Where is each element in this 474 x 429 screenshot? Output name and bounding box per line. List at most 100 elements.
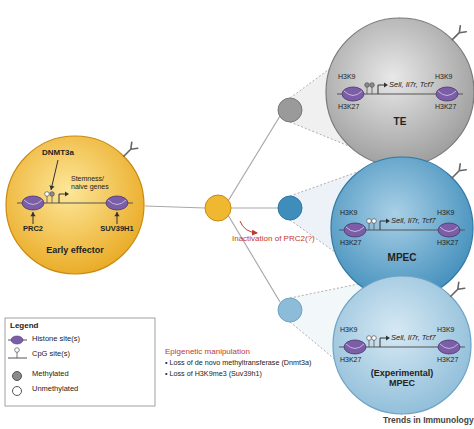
text-label: H3K27 [340,356,361,364]
nucleosome [438,223,460,237]
tss-arrow [380,221,386,230]
receptor-symbol [124,142,138,156]
legend-text: Unmethylated [32,385,78,394]
tss-arrow [59,194,65,203]
text-label: H3K9 [437,326,455,334]
legend-swatch [12,386,22,396]
tss-arrow-head [386,336,390,341]
lineage-line [231,207,278,208]
legend-swatch [12,371,22,381]
text-label: H3K9 [338,73,356,81]
tss-arrow-head [386,219,390,224]
nucleosome [106,196,128,210]
small-cell [278,196,302,220]
nucleosome [342,87,364,101]
cell-body [6,136,144,274]
text-label: H3K9 [340,209,358,217]
cell-body [326,18,474,166]
legend-text: CpG site(s) [32,350,70,359]
text-label: H3K9 [435,73,453,81]
regulation-arrow-head [49,185,54,190]
text-label: SUV39H1 [89,225,145,234]
nucleosome [438,340,460,354]
histone-icon [11,336,23,344]
early-effector-cell: DNMT3aStemness/ naive genesPRC2 SUV39H1Ea… [5,135,145,275]
legend-box [5,318,155,406]
nucleosome [344,223,366,237]
cpg-stem [372,87,373,94]
tss-arrow-head [65,192,69,197]
nucleosome [344,340,366,354]
text-label: H3K27 [437,239,458,247]
legend-text: Methylated [32,370,69,379]
dna-wrap [440,227,458,232]
dna-wrap [346,227,364,232]
cpg-stem [374,223,375,230]
dna-wrap [438,91,456,96]
dna-wrap [346,344,364,349]
note-heading: Epigenetic manipulation [165,347,250,356]
text-label: Early effector [25,245,125,255]
text-label: (Experimental) MPEC [362,368,442,389]
legend-dna [8,358,27,359]
cpg-site [370,83,375,88]
dna-wrap [344,91,362,96]
cpg-stem [369,340,370,347]
cpg-site [45,192,50,197]
nucleosome [22,196,44,210]
cpg-site [365,83,370,88]
te-cell: H3K9H3K27Sell, Il7r, Tcf7H3K9H3K27TE [325,17,474,167]
regulation-arrow-head [114,212,119,216]
text-label: Sell, Il7r, Tcf7 [391,217,436,226]
dna-wrap [440,344,458,349]
cell-outline [325,17,474,167]
experimental-mpec-cell: H3K9H3K27Sell, Il7r, Tcf7H3K9H3K27(Exper… [332,275,472,415]
note-bullet: • Loss of H3K9me3 (Suv39h1) [165,370,262,378]
lineage-line [228,116,280,201]
receptor-symbol [452,26,466,40]
regulation-arrow-head [30,212,35,216]
text-label: MPEC [362,252,442,264]
receptor-symbol [452,164,466,178]
lineage-line [228,215,280,302]
cpg-stem [374,340,375,347]
text-label: PRC2 [15,225,51,234]
text-label: DNMT3a [33,148,83,157]
cpg-stem [52,196,53,203]
dna-wrap [24,200,42,205]
lineage-line [145,206,205,208]
curved-arrow [240,221,257,233]
cpg-site [367,336,372,341]
tss-arrow [378,85,384,94]
small-cell [205,195,231,221]
dna-wrap [108,200,126,205]
text-label: H3K27 [437,356,458,364]
regulation-arrow [51,160,58,190]
cpg-site [372,219,377,224]
legend-title: Legend [10,321,38,330]
text-label: H3K27 [340,239,361,247]
cpg-site [367,219,372,224]
small-cell [278,98,302,122]
nucleosome [436,87,458,101]
text-label: H3K9 [340,326,358,334]
text-label: Sell, Il7r, Tcf7 [389,81,434,90]
journal-watermark: Trends in Immunology [383,416,474,426]
cpg-stem [47,196,48,203]
tss-arrow [380,338,386,347]
cell-body [333,276,471,414]
text-label: H3K9 [437,209,455,217]
text-label: H3K27 [435,103,456,111]
cpg-stem [369,223,370,230]
small-cell [278,298,302,322]
note-bullet: • Loss of de novo methyltransferase (Dnm… [165,359,311,367]
tss-arrow-head [384,83,388,88]
cpg-icon [15,348,20,353]
annotation: Inactivation of PRC2(?) [232,234,315,243]
legend-text: Histone site(s) [32,335,80,344]
text-label: H3K27 [338,103,359,111]
cpg-stem [367,87,368,94]
cell-outline [332,275,472,415]
text-label: TE [360,116,440,128]
text-label: Stemness/ naive genes [71,175,117,191]
